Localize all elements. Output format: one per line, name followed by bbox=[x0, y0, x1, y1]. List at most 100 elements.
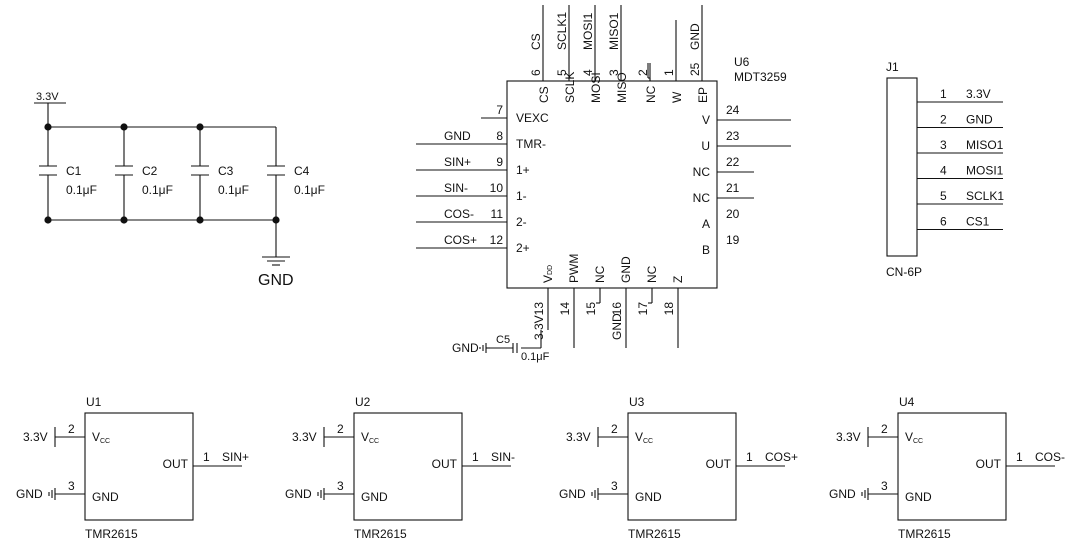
capacitor-c3: C30.1μF bbox=[191, 123, 249, 224]
pin-name: GND bbox=[635, 490, 662, 504]
pin-number: 1 bbox=[940, 87, 947, 101]
u6-part: MDT3259 bbox=[734, 70, 787, 84]
c5-ground-label: GND bbox=[452, 341, 479, 355]
pin-name: OUT bbox=[163, 457, 189, 471]
pin-name: MISO bbox=[615, 72, 629, 103]
net-label: SCLK1 bbox=[966, 189, 1004, 203]
u6-pin-23: 23U bbox=[701, 129, 791, 153]
pin-number: 8 bbox=[496, 129, 503, 143]
pin-number: 4 bbox=[940, 164, 947, 178]
pin-number: 5 bbox=[940, 189, 947, 203]
pin-name: V bbox=[541, 275, 555, 283]
pin-name: GND bbox=[619, 256, 633, 283]
gnd-net-label: GND bbox=[285, 487, 312, 501]
pin-name: GND bbox=[905, 490, 932, 504]
pin-number: 23 bbox=[726, 129, 740, 143]
pin-number: 7 bbox=[496, 103, 503, 117]
pin-name-subscript: DD bbox=[547, 265, 554, 275]
pin-number: 20 bbox=[726, 207, 740, 221]
net-label: SCLK1 bbox=[555, 12, 569, 50]
capacitor-ref: C1 bbox=[66, 164, 82, 178]
net-label: MISO1 bbox=[966, 138, 1004, 152]
pin-number: 3 bbox=[68, 479, 75, 493]
pin-number: 13 bbox=[532, 302, 546, 316]
pin-number: 6 bbox=[529, 69, 543, 76]
pin-number: 2 bbox=[636, 69, 650, 76]
pin-number: 1 bbox=[472, 450, 479, 464]
pin-name-subscript: CC bbox=[100, 438, 110, 445]
net-label: GND bbox=[688, 23, 702, 50]
j1-part: CN-6P bbox=[886, 265, 922, 279]
net-label: SIN- bbox=[444, 181, 468, 195]
pin-name: B bbox=[702, 243, 710, 257]
pin-name: 1- bbox=[516, 189, 527, 203]
net-label: CS bbox=[529, 33, 543, 50]
pin-number: 25 bbox=[688, 62, 702, 76]
sensor-ref: U1 bbox=[86, 395, 102, 409]
pin-name-subscript: CC bbox=[369, 438, 379, 445]
out-net-label: SIN+ bbox=[222, 450, 249, 464]
pin-name: TMR- bbox=[516, 137, 546, 151]
pin-name: GND bbox=[92, 490, 119, 504]
sensor-part: TMR2615 bbox=[85, 527, 138, 541]
pin-name: OUT bbox=[976, 457, 1002, 471]
pin-name: V bbox=[905, 430, 913, 444]
pin-name: Z bbox=[671, 276, 685, 283]
sensor-ref: U2 bbox=[355, 395, 371, 409]
pin-name: GND bbox=[361, 490, 388, 504]
pin-name: MOSI bbox=[589, 72, 603, 103]
capacitor-ref: C3 bbox=[218, 164, 234, 178]
u6-pin-19: 19B bbox=[702, 233, 740, 257]
pin-number: 3 bbox=[611, 479, 618, 493]
pin-number: 24 bbox=[726, 103, 740, 117]
pin-name: V bbox=[635, 430, 643, 444]
u6-pin-24: 24V bbox=[702, 103, 791, 127]
pin-number: 2 bbox=[68, 422, 75, 436]
pin-number: 3 bbox=[940, 138, 947, 152]
pin-number: 19 bbox=[726, 233, 740, 247]
u6-pin-18: 18 Z bbox=[662, 276, 685, 348]
net-label: GND bbox=[610, 313, 624, 340]
vcc-net-label: 3.3V bbox=[292, 430, 317, 444]
pin-name: V bbox=[702, 113, 710, 127]
c5-ref: C5 bbox=[496, 334, 510, 346]
u6-pin-12: 122+COS+ bbox=[416, 233, 530, 255]
capacitor-value: 0.1μF bbox=[294, 183, 325, 197]
u6-pin-10: 101-SIN- bbox=[416, 181, 527, 203]
pin-number: 2 bbox=[611, 422, 618, 436]
pin-name: 2+ bbox=[516, 241, 530, 255]
pin-name: 2- bbox=[516, 215, 527, 229]
capacitor-c2: C20.1μF bbox=[115, 123, 173, 224]
pin-number: 5 bbox=[555, 69, 569, 76]
pin-name: VEXC bbox=[516, 111, 549, 125]
pin-number: 1 bbox=[1016, 450, 1023, 464]
net-label: SIN+ bbox=[444, 155, 471, 169]
pin-name: OUT bbox=[432, 457, 458, 471]
u6-ref: U6 bbox=[734, 55, 750, 69]
j1-ref: J1 bbox=[886, 60, 899, 74]
pin-number: 2 bbox=[881, 422, 888, 436]
net-label: MISO1 bbox=[607, 12, 621, 50]
gnd-net-label: GND bbox=[559, 487, 586, 501]
pin-number: 16 bbox=[610, 302, 624, 316]
pin-number: 1 bbox=[203, 450, 210, 464]
u6-pin-1: 1W bbox=[662, 20, 684, 103]
pin-name-subscript: CC bbox=[643, 438, 653, 445]
pin-name: V bbox=[361, 430, 369, 444]
pin-number: 18 bbox=[662, 302, 676, 316]
